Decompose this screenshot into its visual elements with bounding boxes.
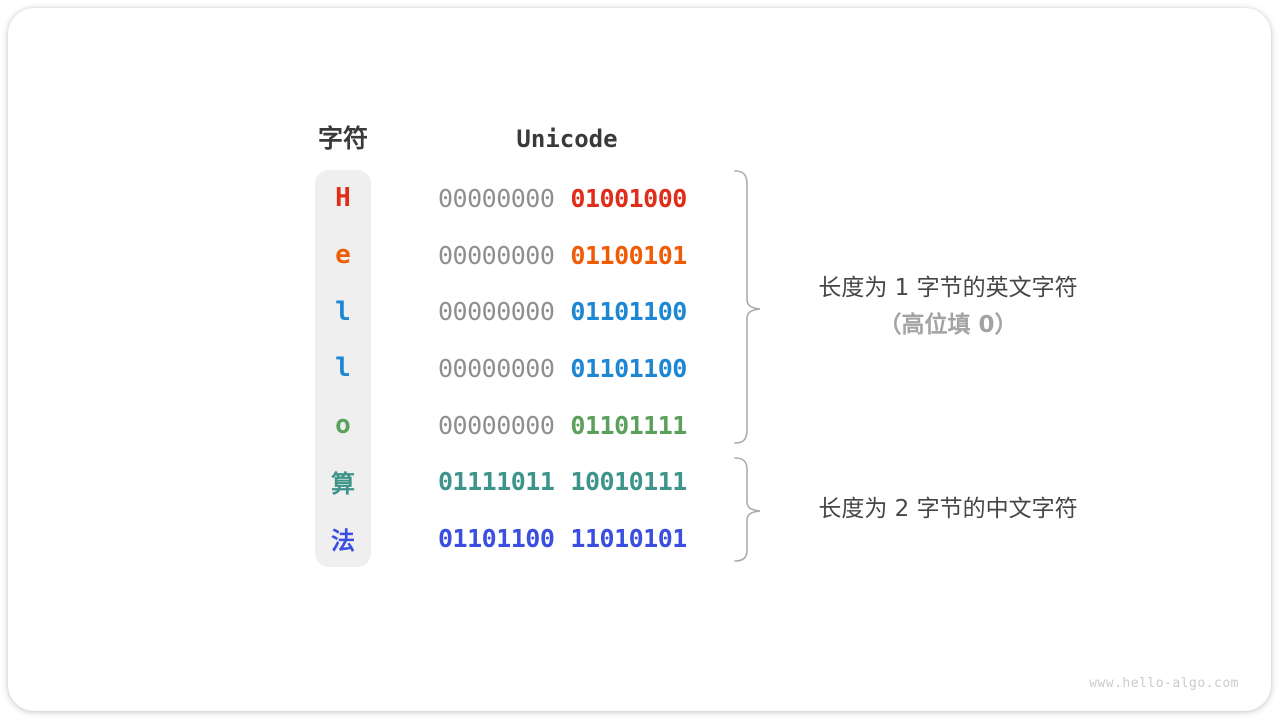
high-byte: 01111011: [438, 467, 555, 497]
high-byte: 00000000: [438, 410, 555, 440]
low-byte: 01101100: [570, 353, 687, 383]
char-cell: o: [335, 410, 351, 441]
high-byte: 00000000: [438, 297, 555, 327]
char-cell: l: [335, 353, 351, 384]
low-byte: 11010101: [570, 523, 687, 553]
low-byte: 01001000: [570, 183, 687, 213]
low-byte: 01100101: [570, 240, 687, 270]
brace-english-group-icon: [734, 170, 761, 444]
low-byte: 01101100: [570, 297, 687, 327]
watermark: www.hello-algo.com: [1089, 676, 1239, 691]
unicode-binary-row: 00000000 01101100: [438, 340, 687, 397]
unicode-binary-row: 00000000 01101111: [438, 397, 687, 454]
char-cell: e: [335, 240, 351, 271]
char-column-header: 字符: [317, 124, 368, 153]
unicode-binary-row: 00000000 01001000: [438, 170, 687, 227]
grouping-braces: [734, 170, 761, 562]
char-cell: l: [335, 296, 351, 327]
char-cell: 算: [331, 470, 355, 499]
unicode-binary-row: 01101100 11010101: [438, 510, 687, 567]
english-group-label: 长度为 1 字节的英文字符 （高位填 0）: [768, 270, 1128, 344]
high-byte: 00000000: [438, 183, 555, 213]
high-byte: 01101100: [438, 523, 555, 553]
char-cell: 法: [331, 526, 355, 555]
low-byte: 01101111: [570, 410, 687, 440]
chinese-group-label: 长度为 2 字节的中文字符: [818, 496, 1078, 522]
unicode-binary-row: 00000000 01100101: [438, 227, 687, 284]
english-group-label-line2: （高位填 0）: [878, 312, 1018, 338]
english-group-label-line1: 长度为 1 字节的英文字符: [818, 275, 1078, 301]
high-byte: 00000000: [438, 353, 555, 383]
char-cell: H: [335, 183, 351, 214]
unicode-column-header: Unicode: [516, 125, 618, 153]
low-byte: 10010111: [570, 467, 687, 497]
brace-chinese-group-icon: [734, 457, 761, 562]
unicode-binary-row: 01111011 10010111: [438, 453, 687, 510]
unicode-binary-row: 00000000 01101100: [438, 283, 687, 340]
high-byte: 00000000: [438, 240, 555, 270]
